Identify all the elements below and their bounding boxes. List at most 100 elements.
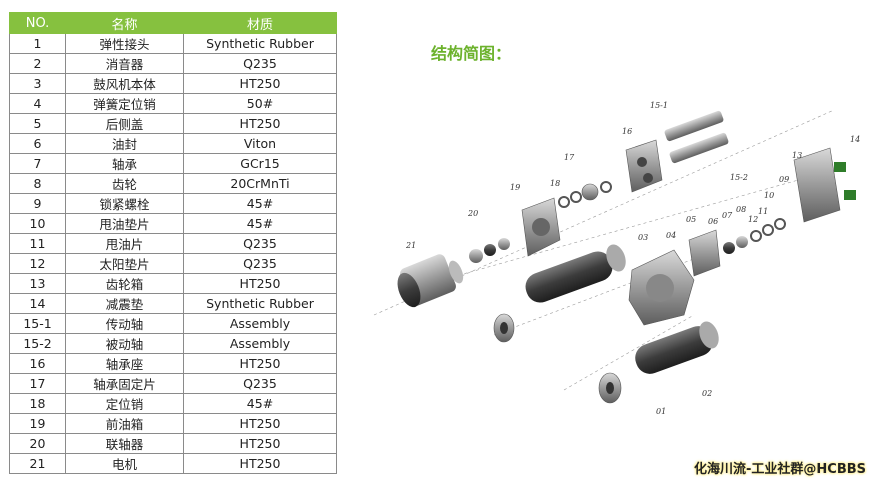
cell-no: 7 — [9, 153, 66, 174]
cell-material: 45# — [183, 393, 337, 414]
callout-10: 10 — [764, 191, 774, 200]
guide-lines — [373, 109, 835, 391]
cell-name: 齿轮 — [65, 173, 184, 194]
callout-02: 02 — [702, 389, 712, 398]
cell-material: Assembly — [183, 313, 337, 334]
diagram-title: 结构简图： — [431, 44, 512, 63]
watermark-text: 化海川流-工业社群@HCBBS — [694, 462, 866, 477]
header-material: 材质 — [183, 12, 337, 34]
cell-name: 油封 — [65, 133, 184, 154]
callout-16: 16 — [622, 127, 632, 136]
cell-material: HT250 — [183, 353, 337, 374]
cell-no: 4 — [9, 93, 66, 114]
cell-name: 定位销 — [65, 393, 184, 414]
callout-07: 07 — [722, 211, 733, 220]
callout-15-1: 15-1 — [650, 101, 668, 110]
cell-name: 电机 — [65, 453, 184, 474]
cell-no: 12 — [9, 253, 66, 274]
callout-08: 08 — [736, 205, 746, 214]
flexible-joint-lower-part — [598, 372, 622, 404]
callout-14: 14 — [850, 135, 860, 144]
blower-body-part — [628, 249, 695, 326]
cell-name: 被动轴 — [65, 333, 184, 354]
cell-material: Assembly — [183, 333, 337, 354]
cell-material: 45# — [183, 193, 337, 214]
header-name: 名称 — [65, 12, 184, 34]
cell-no: 16 — [9, 353, 66, 374]
cell-name: 齿轮箱 — [65, 273, 184, 294]
cell-name: 太阳垫片 — [65, 253, 184, 274]
cell-material: GCr15 — [183, 153, 337, 174]
silencer-upper-part — [525, 244, 626, 303]
cell-no: 5 — [9, 113, 66, 134]
cell-no: 8 — [9, 173, 66, 194]
rotor-shafts-part — [664, 110, 729, 164]
callout-labels: 15-1 15-2 16 14 13 09 10 11 12 08 07 06 … — [405, 101, 860, 416]
cell-no: 18 — [9, 393, 66, 414]
small-parts-right — [723, 218, 786, 254]
cell-material: HT250 — [183, 73, 337, 94]
callout-18: 18 — [550, 179, 560, 188]
cell-name: 后侧盖 — [65, 113, 184, 134]
cell-material: Viton — [183, 133, 337, 154]
cell-material: HT250 — [183, 453, 337, 474]
cell-name: 甩油垫片 — [65, 213, 184, 234]
cell-material: 20CrMnTi — [183, 173, 337, 194]
gear-box-part — [793, 147, 856, 223]
table-header: NO. 名称 材质 — [9, 12, 337, 34]
cell-name: 轴承固定片 — [65, 373, 184, 394]
cell-material: Q235 — [183, 253, 337, 274]
callout-12: 12 — [748, 215, 758, 224]
cell-no: 14 — [9, 293, 66, 314]
cell-name: 消音器 — [65, 53, 184, 74]
cell-no: 11 — [9, 233, 66, 254]
cell-name: 弹簧定位销 — [65, 93, 184, 114]
callout-17: 17 — [564, 153, 575, 162]
cell-name: 甩油片 — [65, 233, 184, 254]
cell-no: 15-2 — [9, 333, 66, 354]
cell-no: 9 — [9, 193, 66, 214]
cell-material: Q235 — [183, 233, 337, 254]
cell-no: 2 — [9, 53, 66, 74]
cell-material: 50# — [183, 93, 337, 114]
silencer-lower-part — [635, 321, 719, 374]
cell-material: 45# — [183, 213, 337, 234]
callout-01: 01 — [656, 407, 666, 416]
cell-name: 传动轴 — [65, 313, 184, 334]
cell-name: 轴承 — [65, 153, 184, 174]
callout-11: 11 — [758, 207, 768, 216]
cell-name: 鼓风机本体 — [65, 73, 184, 94]
cell-material: Q235 — [183, 53, 337, 74]
exploded-diagram: 15-1 15-2 16 14 13 09 10 11 12 08 07 06 … — [373, 101, 860, 416]
coupling-part — [469, 238, 510, 263]
cell-material: HT250 — [183, 273, 337, 294]
callout-13: 13 — [792, 151, 802, 160]
cell-no: 20 — [9, 433, 66, 454]
cell-material: Synthetic Rubber — [183, 33, 337, 54]
cell-no: 15-1 — [9, 313, 66, 334]
bearing-seat-part — [625, 139, 663, 193]
cell-name: 锁紧螺栓 — [65, 193, 184, 214]
cell-name: 前油箱 — [65, 413, 184, 434]
rear-cover-part — [688, 229, 721, 277]
cell-no: 10 — [9, 213, 66, 234]
